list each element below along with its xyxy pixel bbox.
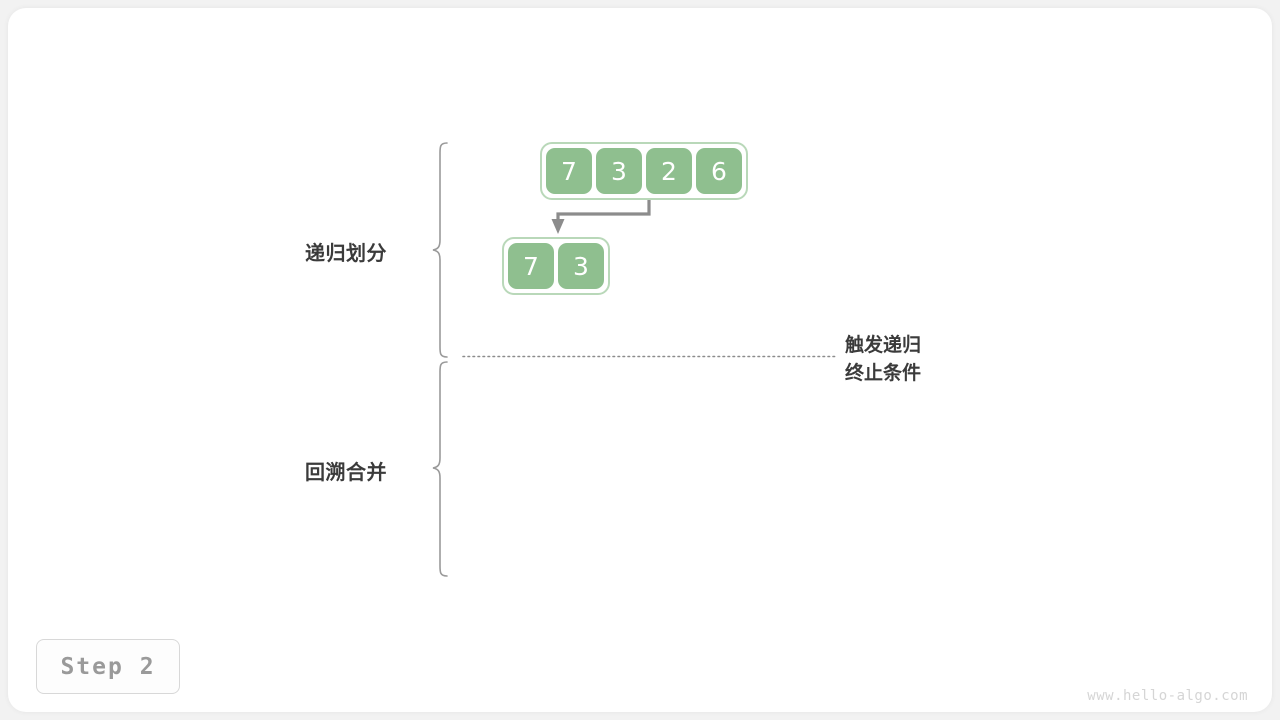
section-label-merge: 回溯合并 [305, 460, 387, 484]
array-cell: 7 [546, 148, 592, 194]
array-left-subarray: 7 3 [502, 237, 610, 295]
array-cell: 2 [646, 148, 692, 194]
recursion-base-note: 触发递归 终止条件 [845, 332, 921, 387]
array-cell: 3 [558, 243, 604, 289]
array-root: 7 3 2 6 [540, 142, 748, 200]
step-badge: Step 2 [36, 639, 180, 694]
slide-card [8, 8, 1272, 712]
recursion-base-note-line2: 终止条件 [845, 361, 922, 384]
array-cell: 6 [696, 148, 742, 194]
array-cell: 7 [508, 243, 554, 289]
watermark: www.hello-algo.com [1087, 688, 1248, 704]
section-label-divide: 递归划分 [305, 241, 387, 265]
recursion-base-note-line1: 触发递归 [845, 334, 922, 356]
array-cell: 3 [596, 148, 642, 194]
